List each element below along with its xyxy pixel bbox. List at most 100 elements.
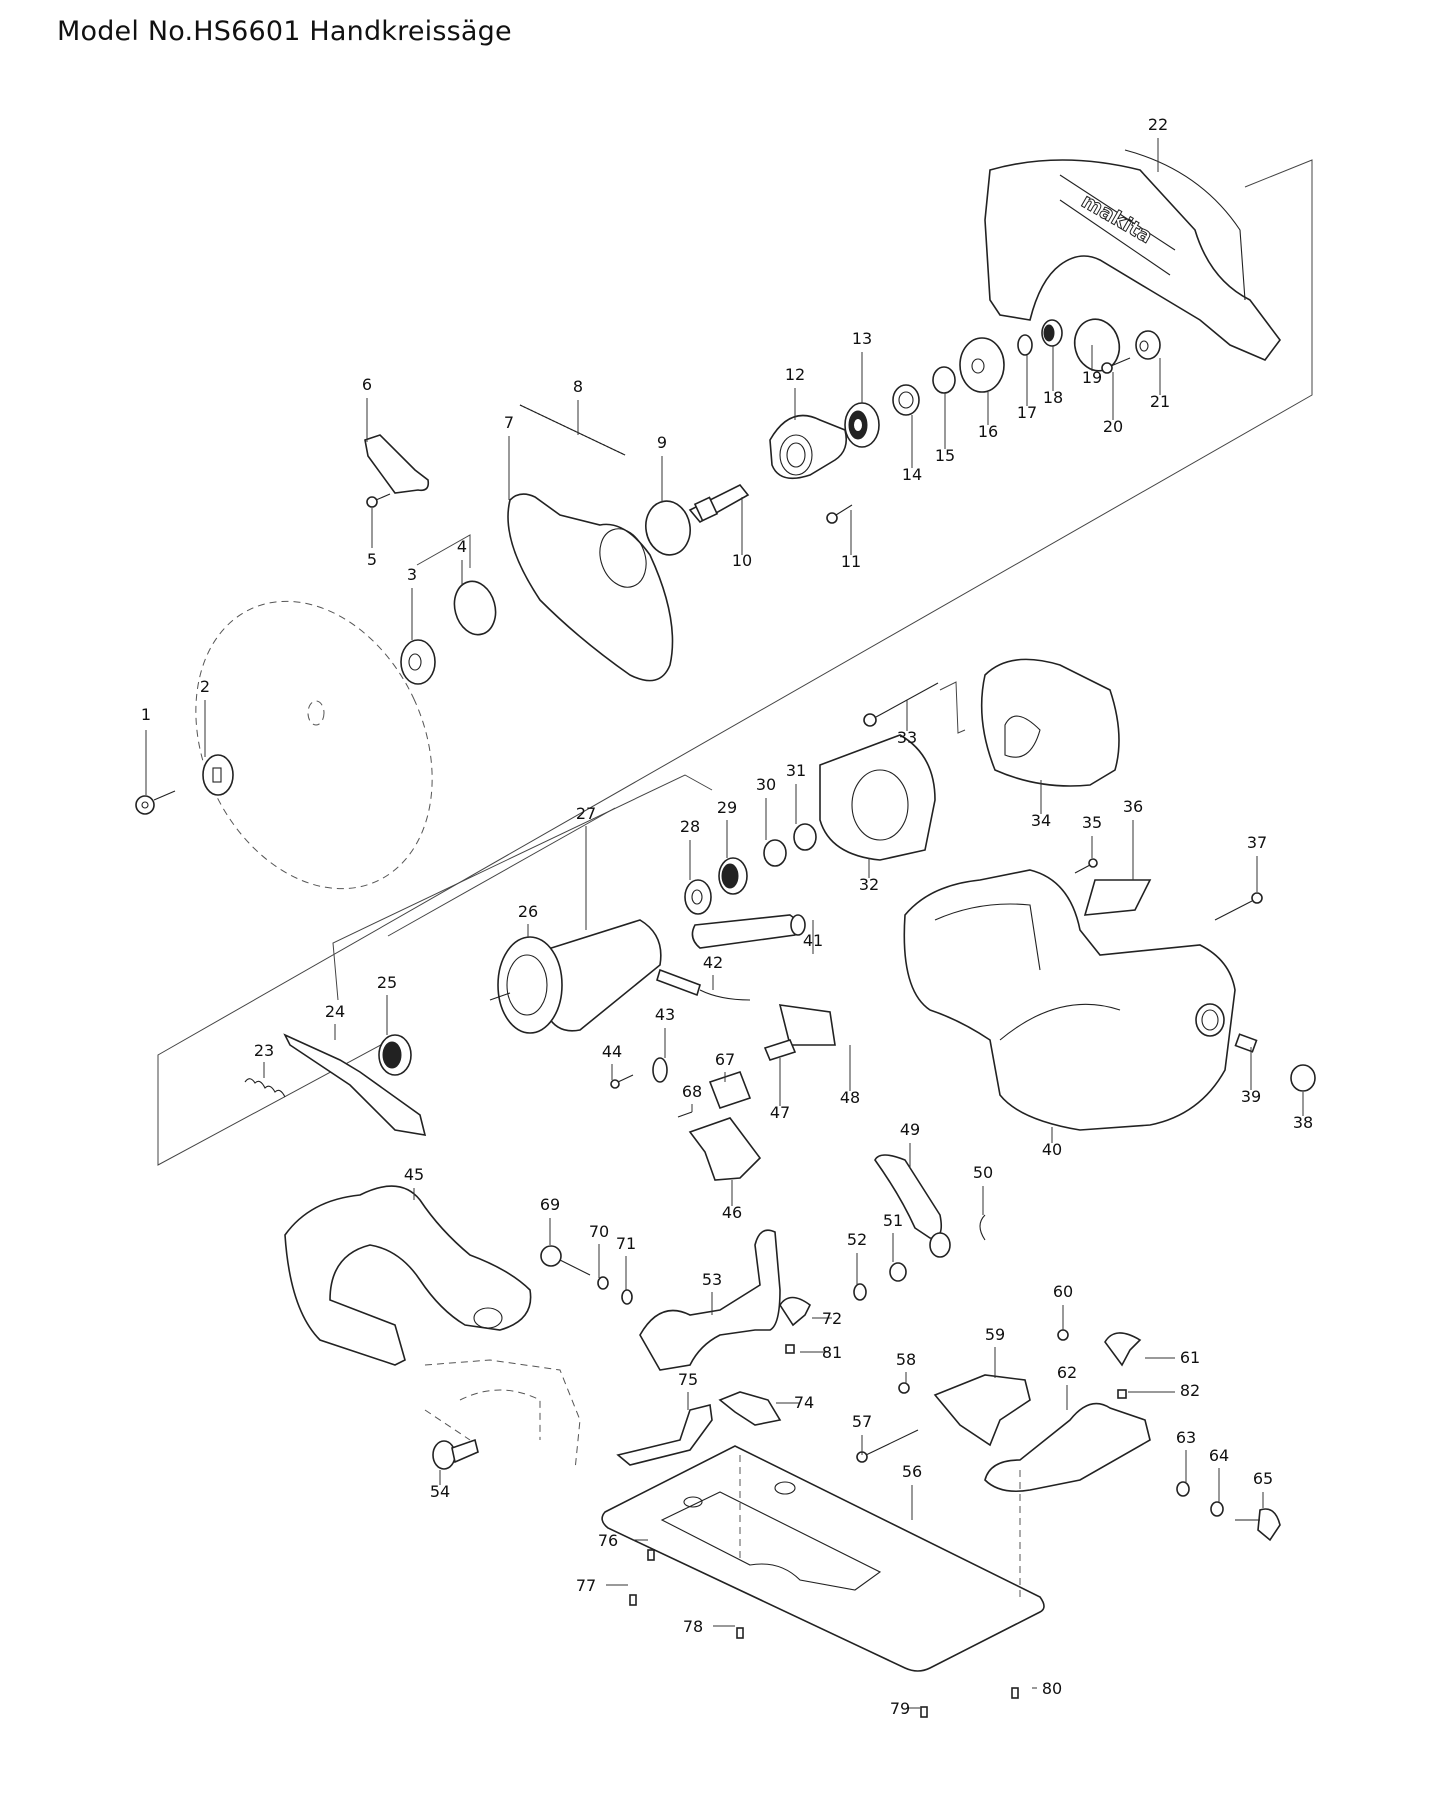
callout-part-11: 11 [841, 510, 861, 571]
part-number-label: 60 [1053, 1282, 1073, 1301]
part-number-label: 61 [1180, 1348, 1200, 1367]
part-71-shape [621, 1289, 633, 1305]
part-number-label: 27 [576, 804, 596, 823]
callout-part-72: 72 [812, 1309, 842, 1328]
callout-part-43: 43 [655, 1005, 675, 1058]
part-24-shape [283, 1033, 427, 1136]
callout-part-27: 27 [576, 804, 596, 930]
callout-part-17: 17 [1017, 355, 1037, 422]
part-number-label: 28 [680, 817, 700, 836]
callout-part-32: 32 [859, 858, 879, 894]
part-68-shape [677, 1111, 693, 1118]
part-number-label: 41 [803, 931, 823, 950]
page-title: Model No.HS6601 Handkreissäge [57, 16, 512, 47]
part-3-shape [400, 639, 436, 685]
part-56-base [601, 1445, 1045, 1672]
callout-part-22: 22 [1148, 115, 1168, 172]
part-46-shape [688, 1117, 762, 1181]
part-number-label: 11 [841, 552, 861, 571]
part-79-shape [920, 1706, 928, 1718]
part-62-shape [984, 1402, 1151, 1493]
part-number-label: 44 [602, 1042, 622, 1061]
part-number-label: 17 [1017, 403, 1037, 422]
callout-part-77: 77 [576, 1576, 628, 1595]
callout-part-41: 41 [803, 920, 823, 954]
part-number-label: 54 [430, 1482, 450, 1501]
callout-part-61: 61 [1145, 1348, 1200, 1367]
callout-part-34: 34 [1031, 780, 1051, 830]
part-number-label: 71 [616, 1234, 636, 1253]
part-number-label: 15 [935, 446, 955, 465]
part-15-shape [932, 366, 956, 394]
callout-part-12: 12 [785, 365, 805, 420]
callout-part-20: 20 [1103, 372, 1123, 436]
callout-part-29: 29 [717, 798, 737, 858]
part-1-shape [135, 795, 155, 815]
part-number-label: 12 [785, 365, 805, 384]
part-number-label: 62 [1057, 1363, 1077, 1382]
part-37-shape [1251, 892, 1263, 904]
part-31-shape [793, 823, 817, 851]
part-22-blade-case: makita [984, 149, 1281, 361]
part-number-label: 48 [840, 1088, 860, 1107]
part-60-shape [1057, 1329, 1069, 1341]
part-39-shape [1234, 1033, 1258, 1053]
callout-part-25: 25 [377, 973, 397, 1035]
callout-part-50: 50 [973, 1163, 993, 1215]
blade-side-parts [135, 580, 497, 815]
part-6-shape [364, 434, 430, 494]
callout-part-23: 23 [254, 1041, 274, 1078]
callout-part-65: 65 [1253, 1469, 1273, 1508]
part-64-shape [1210, 1501, 1224, 1517]
callout-part-67: 67 [715, 1050, 735, 1082]
part-4-shape [453, 580, 497, 636]
part-58-shape [898, 1382, 910, 1394]
callout-part-47: 47 [770, 1058, 790, 1122]
callout-part-40: 40 [1042, 1127, 1062, 1159]
callout-part-31: 31 [786, 761, 806, 824]
callout-part-24: 24 [325, 1002, 345, 1040]
part-number-label: 75 [678, 1370, 698, 1389]
part-82-shape [1117, 1389, 1127, 1399]
callout-part-33: 33 [897, 700, 917, 747]
part-number-label: 14 [902, 465, 922, 484]
part-number-label: 77 [576, 1576, 596, 1595]
part-number-label: 49 [900, 1120, 920, 1139]
part-number-label: 20 [1103, 417, 1123, 436]
part-number-label: 35 [1082, 813, 1102, 832]
part-number-label: 67 [715, 1050, 735, 1069]
part-5-shape [366, 496, 378, 508]
part-number-label: 6 [362, 375, 372, 394]
part-number-label: 45 [404, 1165, 424, 1184]
bevel-parts [856, 1329, 1281, 1542]
assembly-frame-lines [157, 159, 1313, 1166]
dashed-guard-reference [424, 1359, 581, 1471]
part-number-label: 50 [973, 1163, 993, 1182]
saw-blade-outline [195, 600, 433, 890]
part-40-motor-housing [903, 869, 1236, 1131]
callout-part-44: 44 [602, 1042, 622, 1080]
part-number-label: 65 [1253, 1469, 1273, 1488]
part-number-label: 5 [367, 550, 377, 569]
callout-part-71: 71 [616, 1234, 636, 1290]
part-number-label: 10 [732, 551, 752, 570]
part-53-shape [639, 1229, 781, 1371]
part-54-bolt [432, 1438, 479, 1470]
part-34-shape [980, 658, 1120, 787]
callout-part-2: 2 [200, 677, 210, 757]
part-number-label: 70 [589, 1222, 609, 1241]
part-number-label: 23 [254, 1041, 274, 1060]
part-number-label: 33 [897, 728, 917, 747]
callout-part-9: 9 [657, 433, 667, 502]
callout-part-64: 64 [1209, 1446, 1229, 1502]
part-30-shape [763, 839, 787, 867]
callout-part-10: 10 [732, 497, 752, 570]
part-32-shape [819, 734, 936, 861]
callout-part-18: 18 [1043, 346, 1063, 407]
part-28-shape [684, 879, 712, 915]
callout-part-39: 39 [1241, 1047, 1261, 1106]
part-number-label: 59 [985, 1325, 1005, 1344]
drivetrain-parts [364, 318, 1161, 556]
